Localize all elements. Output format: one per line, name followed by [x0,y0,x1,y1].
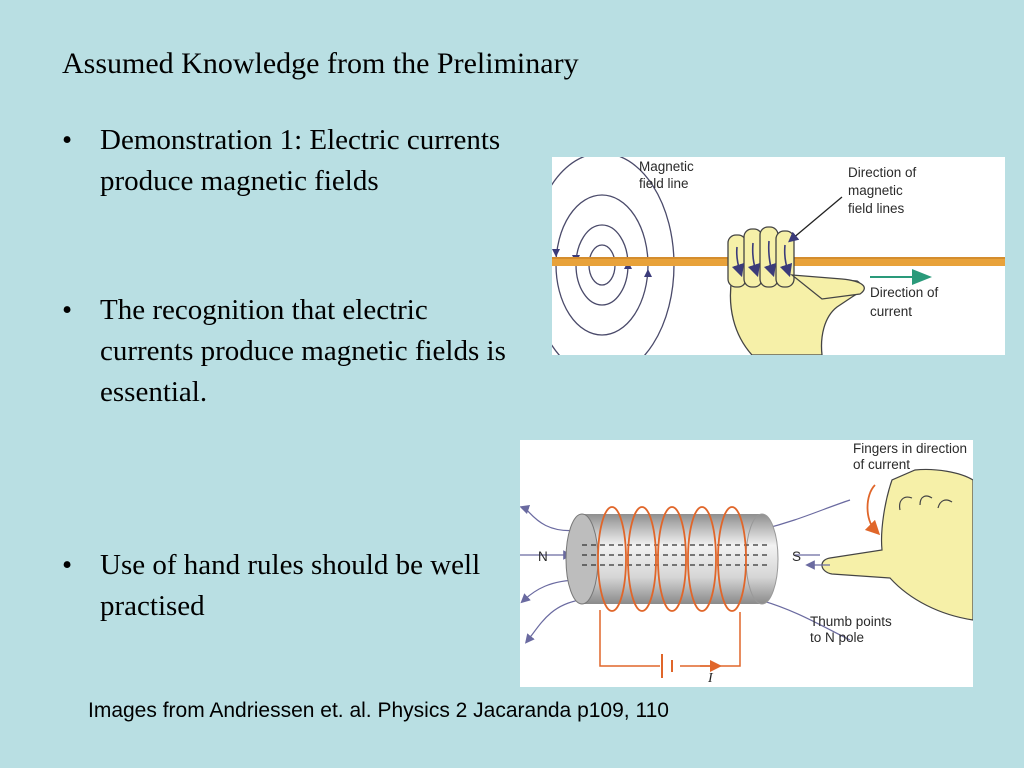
south-pole-label: S [792,549,801,564]
image-source-caption: Images from Andriessen et. al. Physics 2… [88,699,669,722]
hand-thumb-icon [821,468,973,621]
north-pole-label: N [538,549,548,564]
magnetic-field-line-label: field line [639,176,689,191]
bullet-marker: • [62,549,73,581]
solenoid-figure: Fingers in direction of current N S Thum… [520,440,973,687]
direction-field-lines-label: magnetic [848,183,903,198]
thumb-points-label: Thumb points [810,614,892,629]
bullet-item: • Use of hand rules should be well pract… [62,545,510,627]
circuit-wire [599,610,741,667]
thumb-points-label: to N pole [810,630,864,645]
coil-turns [597,506,747,612]
bullet-text: Demonstration 1: Electric currents produ… [100,124,501,197]
direction-current-label: Direction of [870,285,939,300]
direction-current-label: current [870,304,912,319]
fingers-direction-label: of current [853,457,910,472]
bullet-marker: • [62,294,73,326]
wire-field-figure: Magnetic field line Direction of magneti… [552,157,1005,355]
bullet-text: Use of hand rules should be well practis… [100,549,481,622]
iron-core [582,514,762,604]
right-hand-grip-icon [727,226,865,355]
bullet-text: The recognition that electric currents p… [100,294,506,408]
bullet-item: • The recognition that electric currents… [62,290,510,413]
battery-icon [661,654,673,678]
bullet-marker: • [62,124,73,156]
direction-field-lines-label: Direction of [848,165,917,180]
slide-title: Assumed Knowledge from the Preliminary [62,47,579,80]
direction-field-lines-label: field lines [848,201,905,216]
magnetic-field-line-label: Magnetic [639,159,694,174]
fingers-direction-label: Fingers in direction [853,441,967,456]
bullet-item: • Demonstration 1: Electric currents pro… [62,120,510,202]
current-symbol-label: I [707,671,714,686]
